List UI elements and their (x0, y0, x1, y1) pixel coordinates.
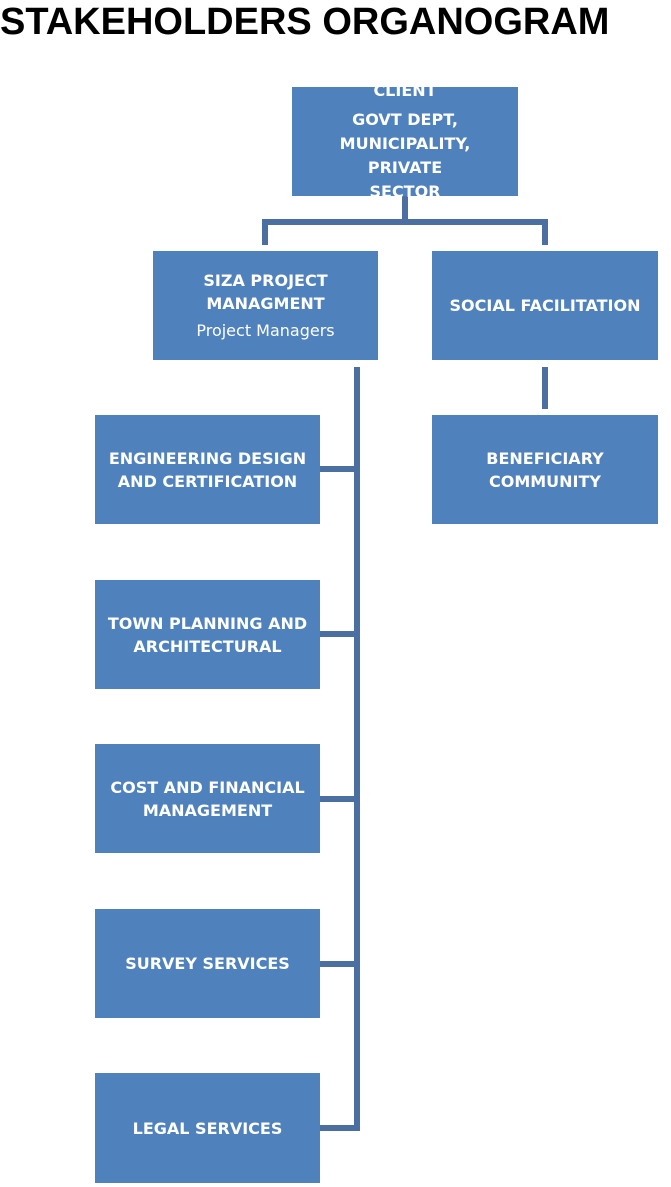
beneficiary-box: BENEFICIARY COMMUNITY (432, 415, 658, 524)
connector-top-horizontal (262, 219, 548, 225)
service-label: SURVEY SERVICES (125, 954, 290, 973)
service-box-engineering: ENGINEERING DESIGN AND CERTIFICATION (95, 415, 320, 524)
connector-branch-survey (320, 961, 360, 967)
service-box-cost: COST AND FINANCIAL MANAGEMENT (95, 744, 320, 853)
connector-left-drop (262, 219, 268, 245)
connector-branch-cost (320, 796, 360, 802)
service-label: COST AND FINANCIAL MANAGEMENT (110, 777, 305, 820)
connector-social-to-beneficiary (542, 367, 548, 409)
service-label: ENGINEERING DESIGN AND CERTIFICATION (108, 448, 307, 491)
project-management-label: SIZA PROJECT MANAGMENT (203, 270, 328, 313)
connector-management-trunk (354, 367, 360, 1131)
connector-branch-legal (320, 1125, 360, 1131)
social-facilitation-box: SOCIAL FACILITATION (432, 251, 658, 360)
connector-right-drop (542, 219, 548, 245)
social-facilitation-label: SOCIAL FACILITATION (449, 296, 641, 315)
service-box-survey: SURVEY SERVICES (95, 909, 320, 1018)
client-detail: GOVT DEPT, MUNICIPALITY, PRIVATE SECTOR (339, 110, 471, 201)
page-title: STAKEHOLDERS ORGANOGRAM (0, 1, 610, 43)
client-label: CLIENT (373, 81, 437, 100)
service-label: TOWN PLANNING AND ARCHITECTURAL (107, 613, 308, 656)
service-box-legal: LEGAL SERVICES (95, 1073, 320, 1183)
project-management-detail: Project Managers (196, 320, 335, 340)
beneficiary-label: BENEFICIARY COMMUNITY (486, 448, 604, 491)
connector-branch-engineering (320, 466, 360, 472)
project-management-box: SIZA PROJECT MANAGMENT Project Managers (153, 251, 378, 360)
connector-client-down (402, 196, 408, 222)
service-box-town-planning: TOWN PLANNING AND ARCHITECTURAL (95, 580, 320, 689)
service-label: LEGAL SERVICES (132, 1118, 283, 1138)
connector-branch-town-planning (320, 631, 360, 637)
client-box: CLIENT GOVT DEPT, MUNICIPALITY, PRIVATE … (292, 81, 518, 201)
